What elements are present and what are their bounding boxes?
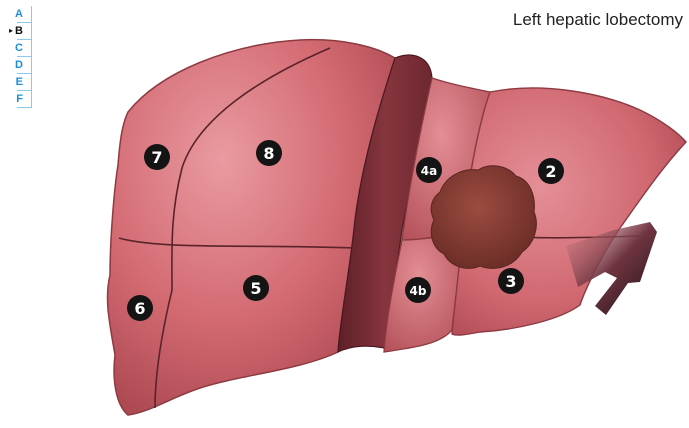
- segment-badge-8: 8: [256, 140, 282, 166]
- segment-badge-6: 6: [127, 295, 153, 321]
- segment-label-3: 3: [505, 272, 516, 291]
- segment-label-4a: 4a: [421, 164, 437, 178]
- segment-badge-4b: 4b: [405, 277, 431, 303]
- segment-badge-7: 7: [144, 144, 170, 170]
- segment-label-5: 5: [250, 279, 261, 298]
- segment-badge-2: 2: [538, 158, 564, 184]
- segment-label-6: 6: [134, 299, 145, 318]
- segment-badge-3: 3: [498, 268, 524, 294]
- segment-badge-5: 5: [243, 275, 269, 301]
- tumor-mass-icon: [431, 166, 536, 269]
- segment-label-7: 7: [151, 148, 162, 167]
- segment-label-2: 2: [545, 162, 556, 181]
- segment-label-4b: 4b: [410, 284, 427, 298]
- right-lobe: [107, 40, 395, 415]
- segment-badge-4a: 4a: [416, 157, 442, 183]
- segment-label-8: 8: [263, 144, 274, 163]
